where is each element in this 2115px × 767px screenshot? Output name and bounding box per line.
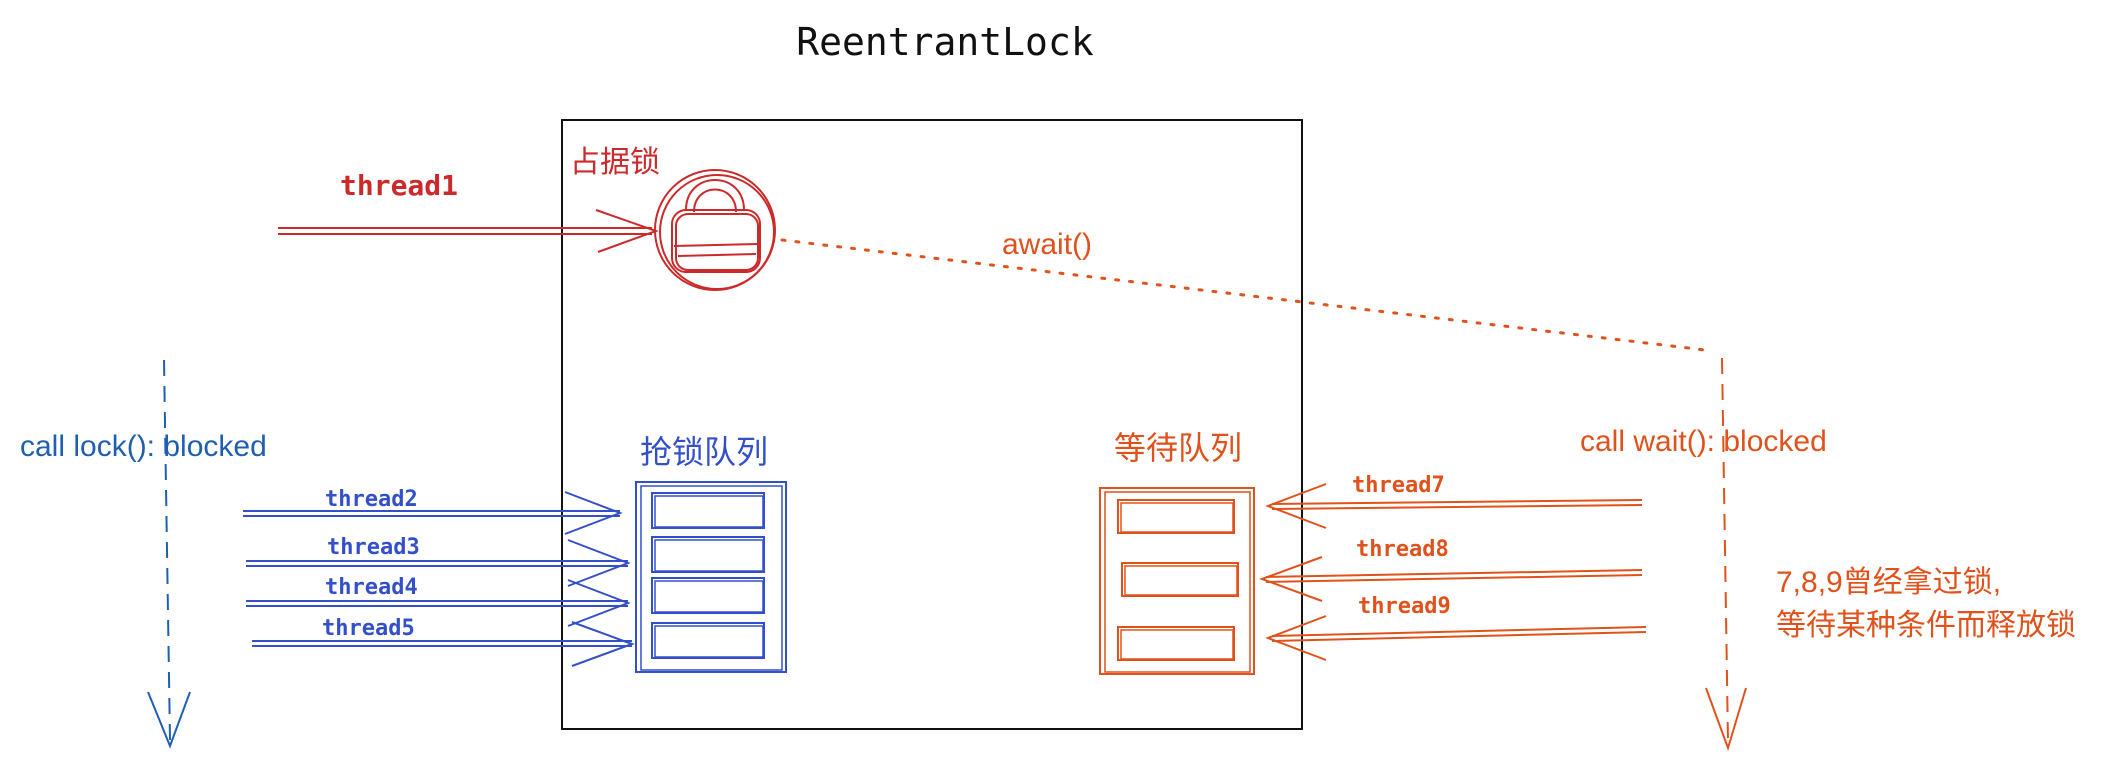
thread4-label: thread4: [325, 575, 418, 600]
lock-blocked-dashed-line: [163, 359, 171, 741]
thread7-arrow-line: [1271, 499, 1643, 505]
wait-note-line2: 等待某种条件而释放锁: [1776, 609, 2076, 642]
wait-note-line1: 7,8,9曾经拿过锁,: [1776, 566, 2001, 599]
padlock-icon: [654, 169, 776, 291]
wait-queue-slot: [1117, 626, 1235, 661]
thread5-arrow-head: [571, 621, 635, 667]
await-dotted-line: [780, 238, 1707, 352]
lock-blocked-label: call lock(): blocked: [20, 430, 267, 463]
thread7-label: thread7: [1352, 473, 1445, 498]
lock-queue-label: 抢锁队列: [640, 434, 768, 470]
thread9-label: thread9: [1358, 594, 1451, 619]
wait-blocked-dashed-line: [1721, 357, 1729, 743]
thread2-label: thread2: [325, 487, 418, 512]
lock-queue-slot: [651, 492, 765, 529]
thread2-arrow-head: [564, 491, 623, 535]
wait-queue-label: 等待队列: [1114, 430, 1242, 466]
lock-holder-group: thread1 占据锁 await(): [278, 146, 1707, 352]
thread5-label: thread5: [322, 616, 415, 641]
await-label: await(): [1002, 228, 1092, 261]
thread9-arrow-head: [1265, 615, 1327, 661]
thread4-arrow-head: [567, 579, 631, 627]
diagram-title: ReentrantLock: [796, 20, 1094, 64]
wait-blocked-arrow-head: [1705, 687, 1747, 752]
reentrant-lock-box: [561, 119, 1303, 730]
thread3-label: thread3: [327, 535, 420, 560]
thread1-arrow-head: [595, 209, 659, 253]
lock-held-label: 占据锁: [570, 146, 660, 179]
lock-queue-slot: [651, 577, 765, 614]
wait-queue-group: 等待队列 thread7 thread8 thread9 call wait()…: [1099, 357, 2076, 752]
thread9-arrow-line: [1271, 626, 1647, 637]
thread7-arrow-head: [1265, 483, 1327, 529]
thread8-arrow-head: [1259, 556, 1323, 602]
lock-blocked-arrow-head: [147, 691, 191, 749]
wait-queue-slot: [1121, 562, 1239, 597]
lock-queue-container: [635, 481, 787, 673]
thread3-arrow-head: [567, 539, 631, 587]
thread1-label: thread1: [340, 169, 458, 202]
lock-queue-slot: [651, 536, 765, 573]
wait-queue-slot: [1117, 499, 1235, 534]
lock-queue-slot: [651, 622, 765, 659]
lock-queue-group: 抢锁队列 thread2 thread3 thread4 thread5: [20, 359, 787, 749]
thread8-arrow-line: [1265, 569, 1643, 578]
wait-queue-container: [1099, 487, 1255, 675]
thread8-label: thread8: [1356, 537, 1449, 562]
wait-blocked-label: call wait(): blocked: [1580, 425, 1827, 458]
